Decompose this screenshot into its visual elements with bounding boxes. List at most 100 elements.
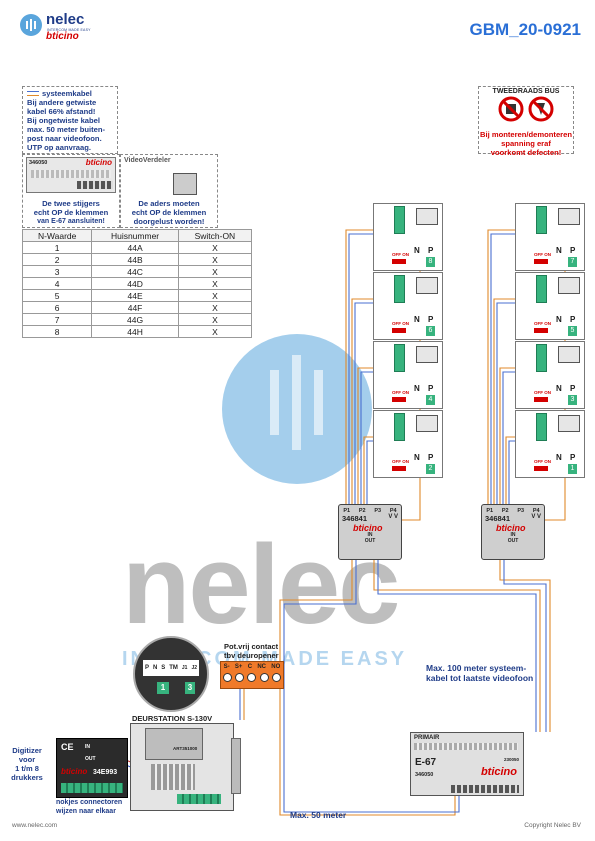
monitor-feed-right [502, 371, 515, 504]
table-header-row: N-Waarde Huisnummer Switch-ON [21, 229, 253, 242]
monitor-feed-left [345, 229, 373, 504]
max-50-note: Max. 50 meter [290, 810, 347, 820]
splitter-note-line: doorgelust worden! [133, 217, 205, 226]
videophone-unit: OFF ON N P 3 [515, 341, 585, 409]
videophone-n-label: N [414, 246, 420, 255]
riser-cable-main [373, 558, 541, 732]
videophone-terminal-icon [536, 344, 547, 372]
videophone-off-on: OFF ON [534, 390, 551, 395]
psu-name: E-67 [415, 757, 437, 768]
cell-switch: X [177, 325, 253, 338]
keypad-terminal-j2: J2 [191, 665, 197, 671]
videophone-off-on: OFF ON [392, 390, 409, 395]
digitizer-in: IN [85, 744, 90, 750]
cell-switch: X [177, 265, 253, 278]
videophone-screen-icon [558, 277, 580, 294]
door-station-unit: ART351000 [130, 723, 241, 811]
brand-tagline: INTERCOM MADE EASY [47, 28, 91, 32]
logo-bars-icon [26, 19, 36, 31]
videophone-terminal-icon [394, 275, 405, 303]
riser-cable-right [499, 558, 551, 732]
videophone-p-label: P [428, 384, 434, 393]
monitor-feed-left [357, 367, 373, 504]
port-label: P1 [486, 508, 494, 514]
cable-note-line: Bij ongetwiste kabel [27, 116, 101, 125]
footer-copyright: Copyright Nelec BV [524, 822, 581, 829]
col-switch-on: Switch-ON [177, 229, 253, 242]
relay-terminal-c: C [247, 664, 253, 670]
videophone-screen-icon [558, 208, 580, 225]
cable-note-line: post naar videofoon. [27, 134, 102, 143]
videophone-n-label: N [556, 246, 562, 255]
cell-house: 44H [91, 325, 179, 338]
relay-terminal-s-minus: S- [223, 664, 230, 670]
monitor-feed-left [360, 371, 373, 504]
videophone-screen-icon [416, 346, 438, 363]
distributor-bticino-logo: bticino [496, 523, 526, 533]
digitizer-note-line: wijzen naar elkaar [56, 808, 116, 815]
psu-bticino-logo: bticino [480, 766, 517, 778]
videophone-n-value: 2 [426, 464, 435, 474]
videophone-p-label: P [570, 315, 576, 324]
videophone-off-on: OFF ON [534, 459, 551, 464]
monitor-feed-right [496, 302, 515, 504]
cable-note-box: systeemkabel Bij andere getwiste kabel 6… [22, 86, 118, 154]
videophone-unit: OFF ON N P 1 [515, 410, 585, 478]
power-supply-e67: PRIMAIR E-67 230050 346050 bticino [410, 732, 524, 796]
videophone-n-label: N [414, 384, 420, 393]
distributor-in: IN [510, 532, 516, 538]
videophone-screen-icon [416, 415, 438, 432]
mini-e67-device: 346050 bticino [26, 157, 116, 193]
videophone-terminal-icon [394, 206, 405, 234]
relay-screw-icon [235, 673, 245, 682]
videophone-n-label: N [556, 453, 562, 462]
videophone-n-value: 7 [568, 257, 577, 267]
videophone-p-label: P [570, 384, 576, 393]
monitor-feed-right [490, 233, 515, 504]
monitor-feed-right [505, 436, 515, 504]
col-house-number: Huisnummer [91, 229, 179, 242]
videophone-terminal-icon [536, 275, 547, 303]
digitizer-bticino-logo: bticino [61, 767, 88, 776]
cable-note-line: max. 50 meter buiten- [27, 125, 106, 134]
door-station-code: ART351000 [173, 746, 198, 751]
monitor-feed-right [508, 440, 515, 504]
no-plug-icon [498, 96, 554, 122]
bus-warning-line: voorkomt defecten! [490, 148, 562, 157]
digitizer-label-line: drukkers [11, 773, 43, 782]
videophone-off-on: OFF ON [534, 321, 551, 326]
videophone-n-value: 5 [568, 326, 577, 336]
riser-note-box: 346050 bticino De twee stijgers echt OP … [22, 154, 120, 228]
keypad-terminal-n: N [152, 665, 158, 671]
videophone-n-value: 6 [426, 326, 435, 336]
videophone-unit: OFF ON N P 8 [373, 203, 443, 271]
port-label: P2 [358, 508, 366, 514]
videophone-n-value: 1 [568, 464, 577, 474]
relay-terminal-no: NO [271, 664, 281, 670]
monitor-feed-left [351, 298, 373, 504]
bticino-logo: bticino [46, 31, 79, 42]
videophone-terminal-icon [536, 206, 547, 234]
videophone-terminal-icon [536, 413, 547, 441]
relay-title-line2: tbv deuropener [224, 651, 279, 660]
digitizer-note-line: nokjes connectoren [56, 799, 123, 806]
keypad-terminal-j1: J1 [181, 665, 188, 671]
digitizer-label-line: 1 t/m 8 [15, 764, 39, 773]
videophone-terminal-icon [394, 413, 405, 441]
monitor-feed-left [366, 440, 373, 504]
videophone-terminal-icon [394, 344, 405, 372]
videophone-n-label: N [556, 315, 562, 324]
videophone-unit: OFF ON N P 2 [373, 410, 443, 478]
videophone-n-value: 3 [568, 395, 577, 405]
videophone-n-label: N [414, 315, 420, 324]
cable-note-line: Bij andere getwiste [27, 98, 97, 107]
port-label: P3 [517, 508, 525, 514]
digitizer-label-line: Digitizer [12, 746, 42, 755]
relay-terminal-block: S- S+ C NC NO [220, 661, 284, 689]
video-splitter-box: VideoVerdeler De aders moeten echt OP de… [120, 154, 218, 228]
